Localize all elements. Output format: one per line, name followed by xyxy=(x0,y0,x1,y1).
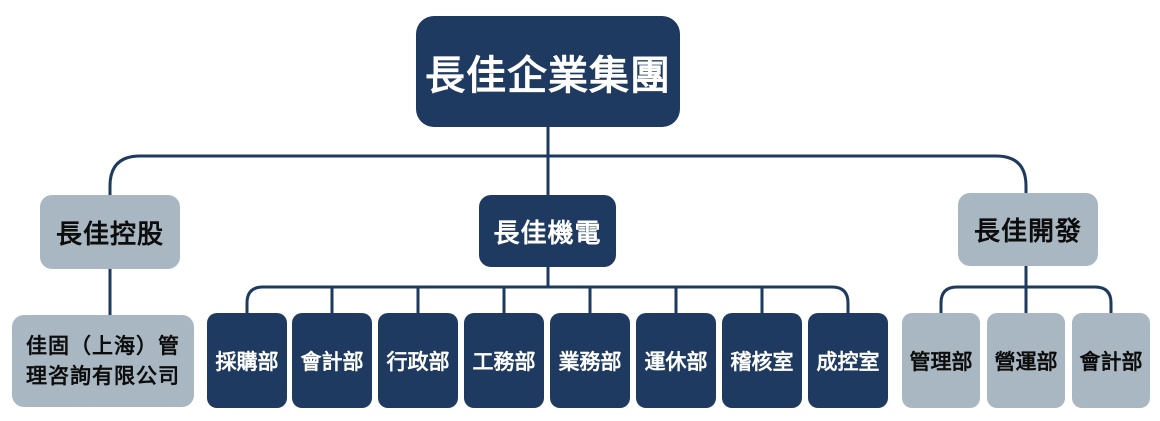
branch-node-electromech: 長佳機電 xyxy=(479,195,616,267)
dept-node: 管理部 xyxy=(902,313,980,408)
dept-node: 採購部 xyxy=(207,313,287,408)
connector-middle-bus xyxy=(245,285,850,313)
dept-node: 行政部 xyxy=(378,313,458,408)
dept-node: 運休部 xyxy=(636,313,716,408)
child-node-shanghai: 佳固（上海）管理咨詢有限公司 xyxy=(12,315,194,407)
dept-node: 業務部 xyxy=(550,313,630,408)
dept-node: 成控室 xyxy=(808,313,888,408)
connector-root-bus xyxy=(108,154,1028,195)
branch-node-holding: 長佳控股 xyxy=(40,195,180,269)
connector-right-bus xyxy=(939,285,1113,313)
root-node: 長佳企業集團 xyxy=(416,16,680,127)
dept-node: 會計部 xyxy=(1072,313,1150,408)
branch-node-development: 長佳開發 xyxy=(958,193,1098,266)
dept-node: 營運部 xyxy=(987,313,1065,408)
dept-node: 會計部 xyxy=(292,313,372,408)
dept-node: 工務部 xyxy=(464,313,544,408)
dept-node: 稽核室 xyxy=(722,313,802,408)
